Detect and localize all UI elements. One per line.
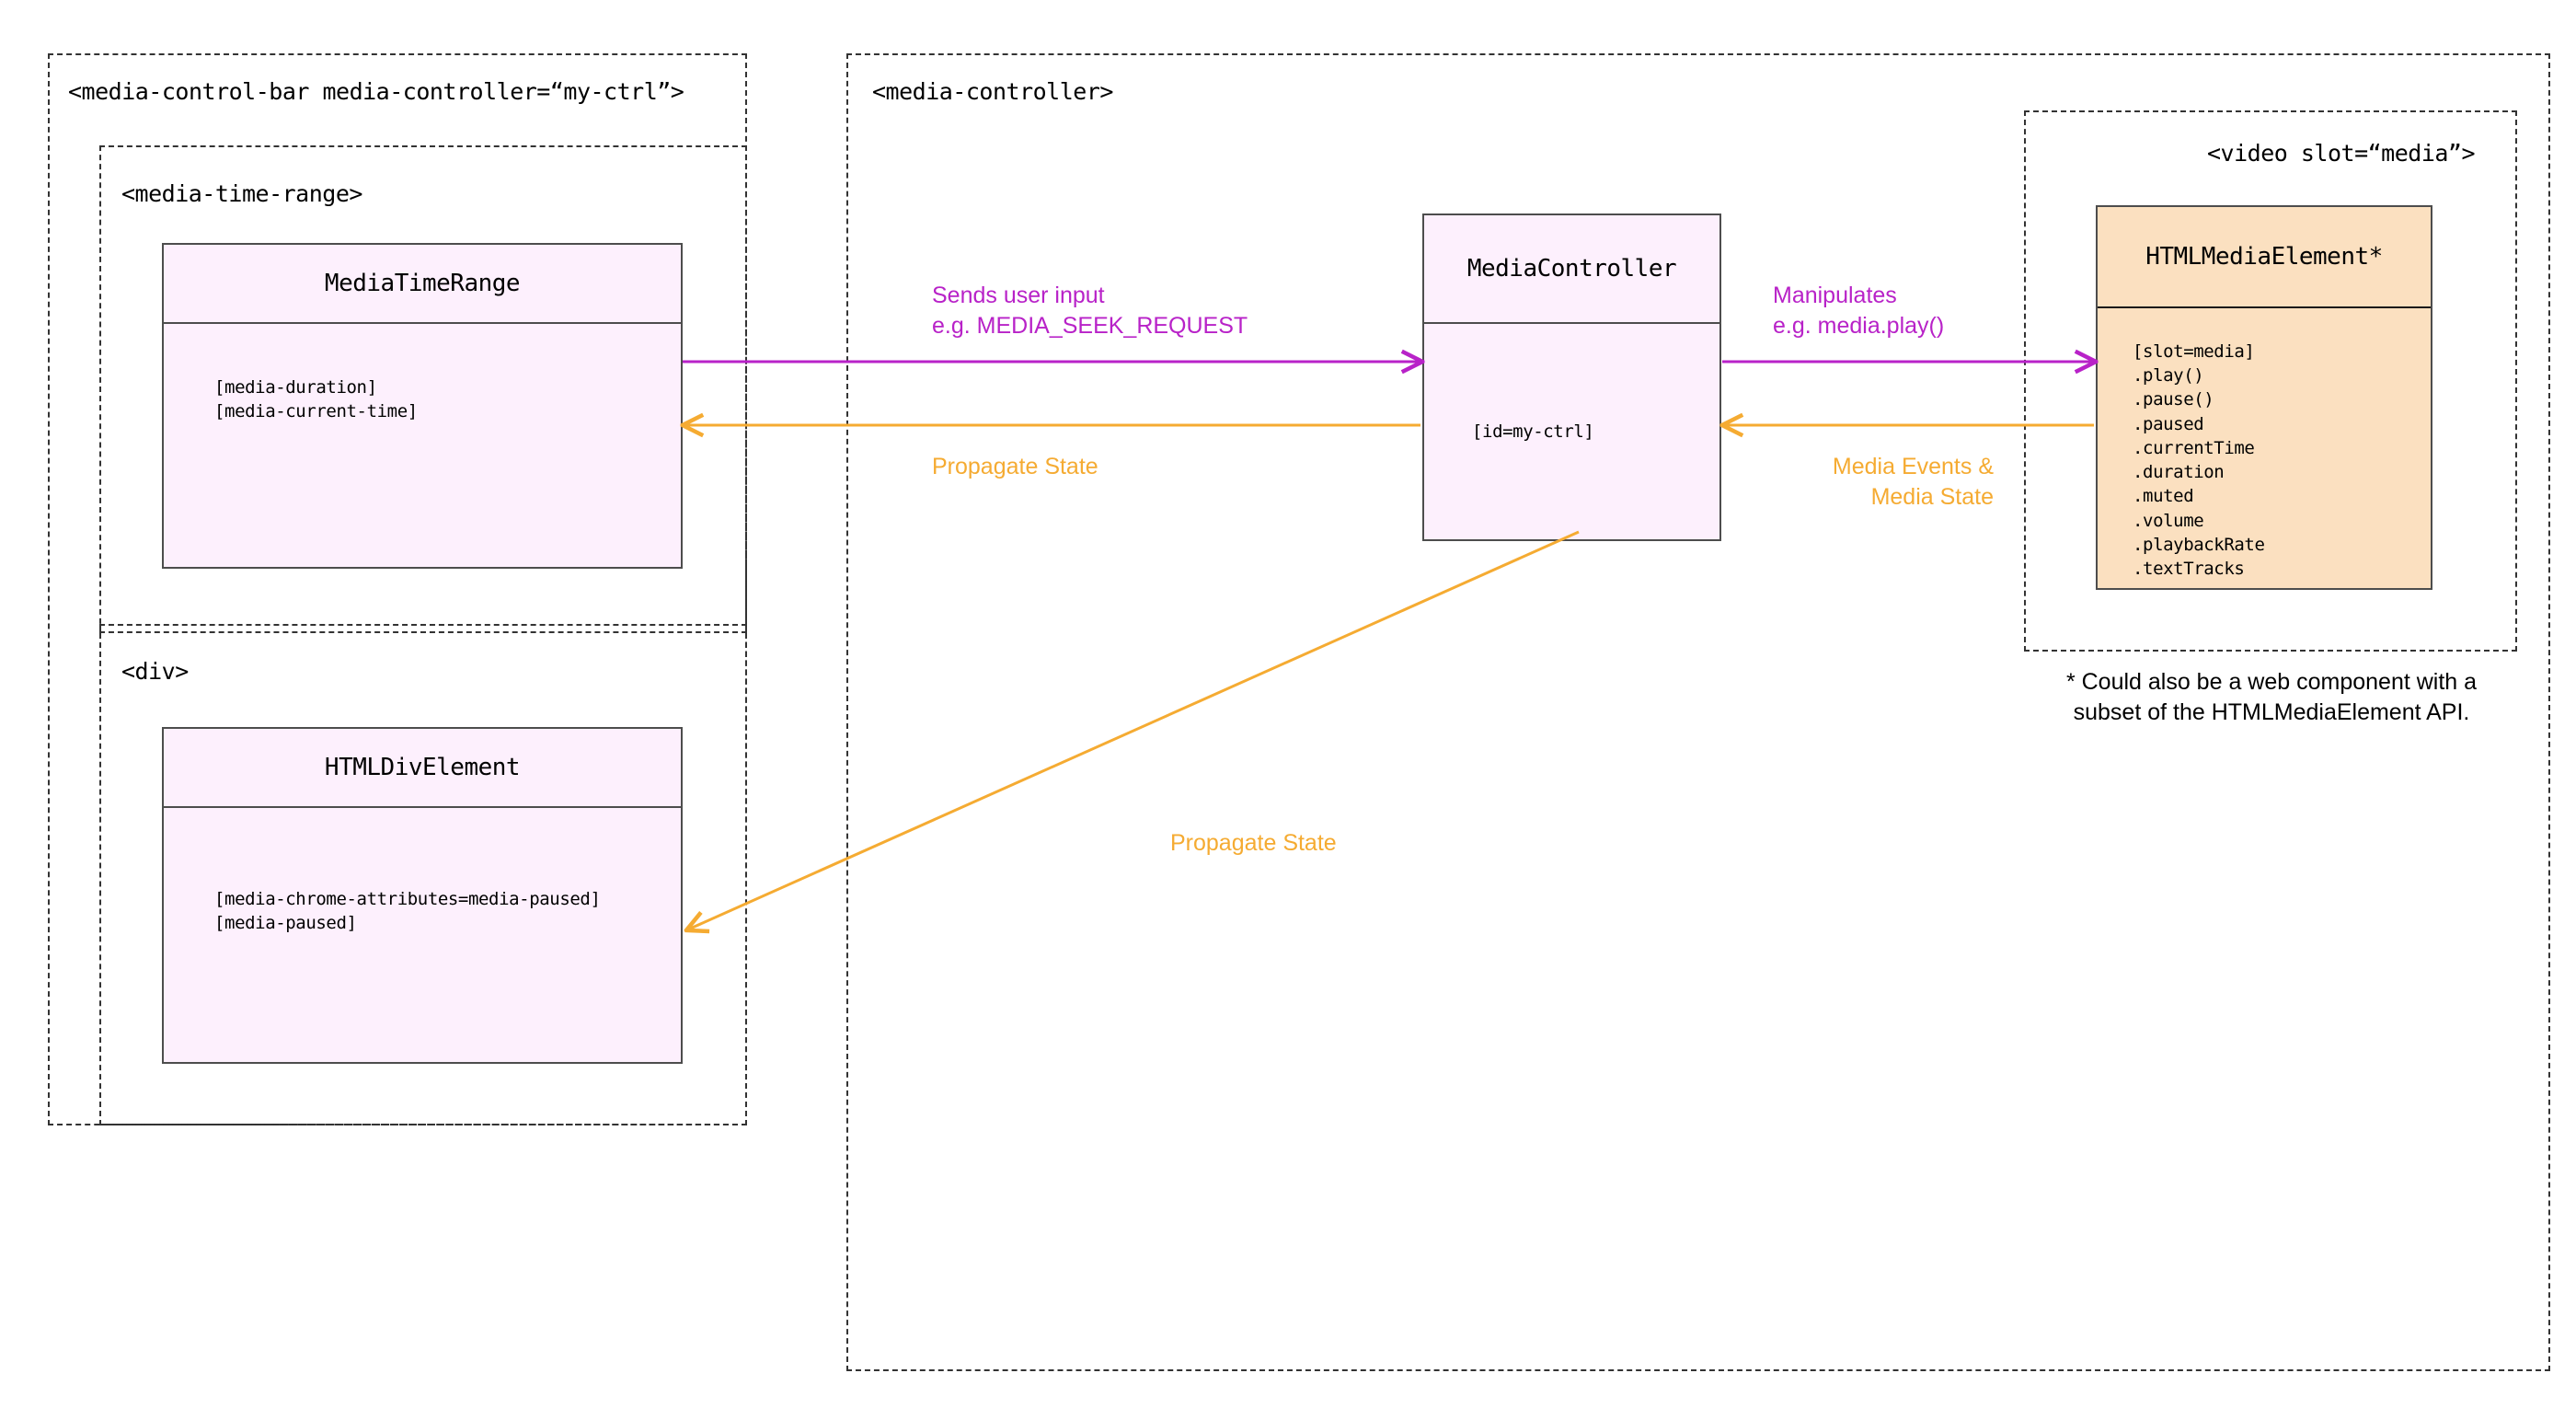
edge-label-sends-user-input: Sends user input e.g. MEDIA_SEEK_REQUEST [932,281,1248,342]
html-media-element-footnote: * Could also be a web component with a s… [2065,669,2478,725]
edge-label-manipulates-line2: e.g. media.play() [1773,313,1945,340]
media-time-range-class-attrs: [media-duration] [media-current-time] [214,377,418,422]
media-control-bar-label: <media-control-bar media-controller=“my-… [68,78,684,105]
video-slot-label: <video slot=“media”> [2207,140,2476,167]
edge-label-propagate-state-left: Propagate State [932,452,1098,482]
html-media-element-class-attrs: [slot=media] .play() .pause() .paused .c… [2133,341,2265,579]
media-controller-class-title: MediaController [1424,215,1719,324]
edge-label-propagate-state-diagonal-text: Propagate State [1170,830,1337,856]
edge-label-manipulates: Manipulates e.g. media.play() [1773,281,1944,342]
edge-label-media-events: Media Events & Media State [1736,452,1994,514]
edge-label-sends-user-input-line2: e.g. MEDIA_SEEK_REQUEST [932,313,1248,340]
video-slot-container [2024,110,2517,652]
edge-label-propagate-state-left-text: Propagate State [932,454,1098,479]
div-label: <div> [121,658,189,685]
media-time-range-container [99,145,747,633]
media-time-range-label: <media-time-range> [121,180,362,207]
edge-label-manipulates-line1: Manipulates [1773,283,1897,308]
html-div-element-class-attrs: [media-chrome-attributes=media-paused] [… [214,889,601,934]
media-controller-class-box: MediaController [id=my-ctrl] [1422,214,1721,541]
media-controller-class-attrs: [id=my-ctrl] [1472,421,1594,442]
edge-label-sends-user-input-line1: Sends user input [932,283,1105,308]
html-media-element-class-title: HTMLMediaElement* [2098,207,2431,308]
media-time-range-class-box: MediaTimeRange [media-duration] [media-c… [162,243,683,569]
media-controller-label: <media-controller> [872,78,1113,105]
edge-label-media-events-line1: Media Events & [1832,454,1994,479]
edge-label-propagate-state-diagonal: Propagate State [1170,828,1337,859]
edge-label-media-events-line2: Media State [1870,484,1994,511]
html-div-element-class-title: HTMLDivElement [164,729,681,808]
media-time-range-class-title: MediaTimeRange [164,245,681,324]
html-div-element-class-box: HTMLDivElement [media-chrome-attributes=… [162,727,683,1064]
html-media-element-class-box: HTMLMediaElement* [slot=media] .play() .… [2096,205,2432,590]
